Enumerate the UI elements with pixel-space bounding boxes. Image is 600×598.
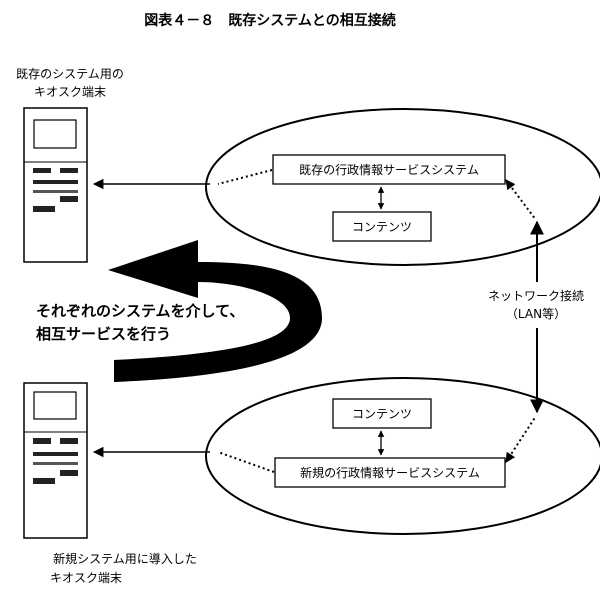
existing-system-ellipse (205, 108, 600, 266)
existing-kiosk-label-line1: 既存のシステム用の (16, 67, 124, 81)
new-kiosk-label-line1: 新規システム用に導入した (53, 551, 197, 566)
existing-contents-box (332, 211, 432, 242)
new-system-dotted-right (505, 415, 537, 463)
new-system-dotted-left (217, 451, 275, 473)
existing-kiosk-label-line2: キオスク端末 (34, 85, 106, 99)
existing-system-box (272, 154, 506, 185)
existing-system-dotted-left (217, 169, 273, 185)
new-kiosk-label-line2: キオスク端末 (50, 571, 122, 585)
existing-contents-box-label: コンテンツ (352, 220, 412, 234)
new-system-box (274, 457, 506, 488)
new-contents-box-label: コンテンツ (352, 407, 412, 421)
existing-system-dotted-right (505, 179, 537, 221)
new-system-ellipse (205, 377, 600, 535)
new-kiosk-terminal (23, 382, 88, 539)
network-label-line1: ネットワーク接続 (488, 288, 584, 303)
network-label-line2: （LAN等） (506, 307, 566, 321)
new-contents-box (332, 398, 432, 429)
existing-kiosk-terminal (23, 107, 88, 263)
arrow-caption-line2: 相互サービスを行う (36, 325, 171, 343)
mutual-service-curved-arrow (108, 240, 322, 382)
figure-title: 図表４－８ 既存システムとの相互接続 (144, 12, 395, 29)
new-system-box-label: 新規の行政情報サービスシステム (300, 465, 480, 480)
arrow-caption-line1: それぞれのシステムを介して、 (36, 302, 244, 320)
existing-system-box-label: 既存の行政情報サービスシステム (299, 163, 479, 177)
